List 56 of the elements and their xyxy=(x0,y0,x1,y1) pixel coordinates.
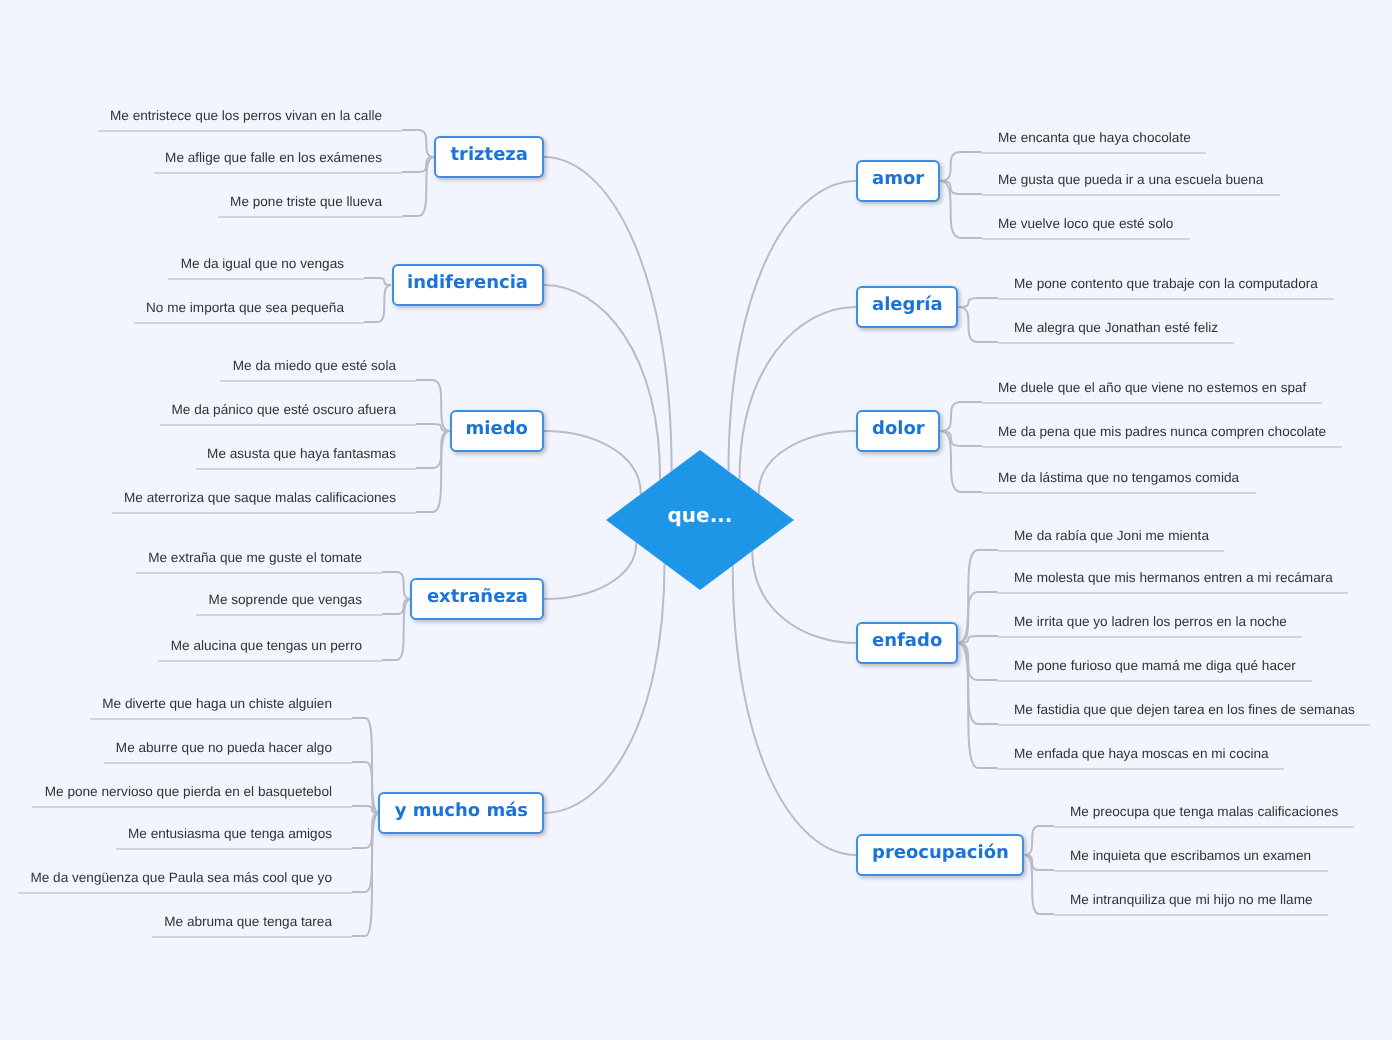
connector-line xyxy=(543,430,642,496)
connector-line xyxy=(401,156,436,173)
connector-line xyxy=(1023,854,1055,871)
connector-line xyxy=(738,306,857,481)
connector-line xyxy=(1023,825,1055,856)
connector-line xyxy=(351,812,380,937)
connector-line xyxy=(415,423,451,432)
topic-box: trizteza xyxy=(434,136,544,178)
connector-line xyxy=(543,562,666,814)
topic-box: dolor xyxy=(856,410,941,452)
connector-line xyxy=(957,642,999,769)
connector-line xyxy=(727,180,857,473)
connector-line xyxy=(957,642,999,681)
connector-line xyxy=(381,598,412,615)
topic-box: extrañeza xyxy=(410,578,544,620)
connector-line xyxy=(401,156,436,217)
connector-line xyxy=(731,564,857,856)
connector-line xyxy=(939,430,983,493)
connector-line xyxy=(351,805,380,814)
topic-box: alegría xyxy=(856,286,959,328)
topic-box: preocupación xyxy=(856,834,1025,876)
connector-line xyxy=(351,812,380,849)
central-topic-text: que... xyxy=(665,504,735,532)
topic-box: indiferencia xyxy=(391,264,544,306)
connector-line xyxy=(543,541,638,600)
connector-line xyxy=(415,430,451,469)
connector-line xyxy=(401,129,436,158)
connector-line xyxy=(939,180,983,239)
connector-line xyxy=(939,430,983,447)
connector-line xyxy=(415,430,451,513)
connector-line xyxy=(957,549,999,644)
topic-box: enfado xyxy=(856,622,959,664)
connector-line xyxy=(381,598,412,661)
connector-line xyxy=(415,379,451,432)
connector-line xyxy=(543,284,662,481)
connector-line xyxy=(351,761,380,814)
connector-line xyxy=(363,277,393,286)
topic-box: y mucho más xyxy=(378,792,544,834)
connector-line xyxy=(381,571,412,600)
connector-line xyxy=(1023,854,1055,915)
connector-line xyxy=(957,635,999,644)
connector-line xyxy=(939,401,983,432)
connector-line xyxy=(751,550,857,644)
connector-line xyxy=(939,180,983,195)
topic-box: amor xyxy=(856,160,941,202)
connector-line xyxy=(543,156,673,473)
connector-line xyxy=(939,151,983,182)
connector-line xyxy=(351,812,380,893)
connector-line xyxy=(363,284,393,323)
connector-line xyxy=(957,306,999,343)
topic-box: miedo xyxy=(449,410,544,452)
connector-line xyxy=(351,717,380,814)
connector-line xyxy=(957,591,999,644)
connector-line xyxy=(757,430,857,495)
connector-line xyxy=(957,642,999,725)
connector-line xyxy=(957,297,999,308)
